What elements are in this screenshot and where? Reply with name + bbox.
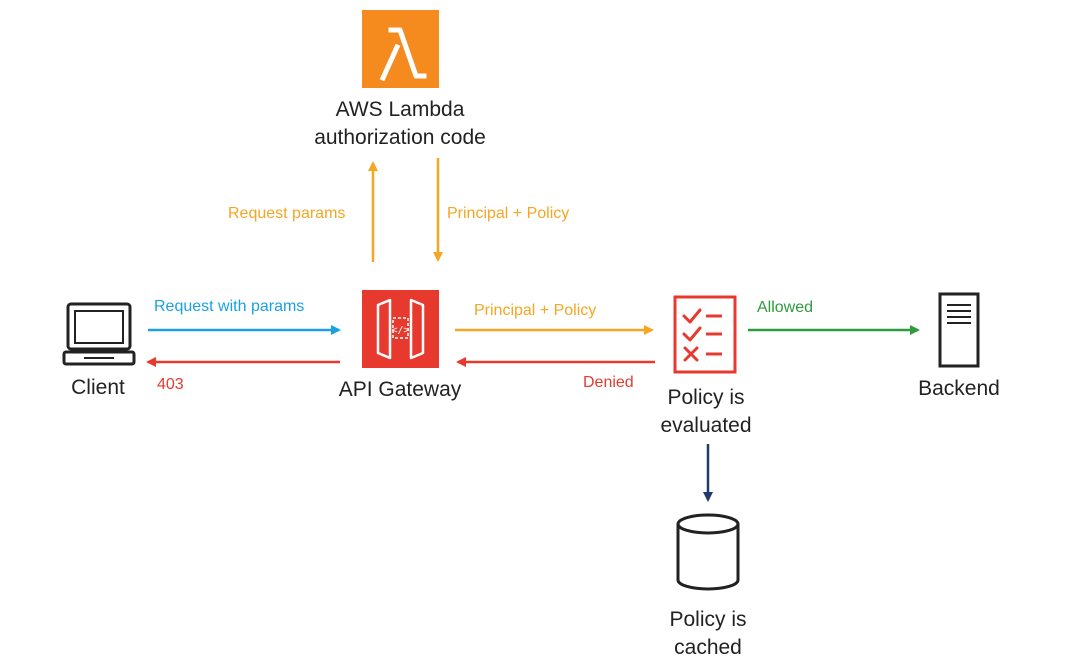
checklist-icon — [673, 295, 737, 374]
backend-label: Backend — [918, 377, 1000, 400]
policy-evaluated-line1: Policy is — [667, 386, 745, 409]
request-with-params-label: Request with params — [154, 298, 305, 315]
policy-cached-label: Policy is cached — [640, 606, 776, 662]
database-icon — [676, 513, 740, 591]
laptop-icon — [62, 302, 136, 366]
allowed-label: Allowed — [757, 299, 814, 316]
policy-evaluated-line2: evaluated — [660, 414, 752, 437]
code-403-label: 403 — [157, 376, 184, 393]
api-gateway-icon: </> — [362, 290, 439, 368]
client-label: Client — [71, 376, 125, 399]
lambda-label-line1: AWS Lambda — [335, 98, 465, 121]
principal-policy-mid-label: Principal + Policy — [474, 302, 597, 319]
svg-text:</>: </> — [391, 325, 409, 336]
principal-policy-up-label: Principal + Policy — [447, 205, 570, 222]
policy-evaluated-label: Policy is evaluated — [640, 384, 772, 440]
server-icon — [938, 292, 980, 368]
lambda-icon — [362, 10, 439, 88]
lambda-label: AWS Lambda authorization code — [290, 96, 510, 152]
request-params-label: Request params — [228, 205, 346, 222]
api-gateway-label: API Gateway — [338, 378, 462, 401]
lambda-label-line2: authorization code — [314, 126, 486, 149]
policy-cached-line1: Policy is — [669, 608, 747, 631]
denied-label: Denied — [583, 374, 634, 391]
policy-cached-line2: cached — [674, 636, 742, 659]
